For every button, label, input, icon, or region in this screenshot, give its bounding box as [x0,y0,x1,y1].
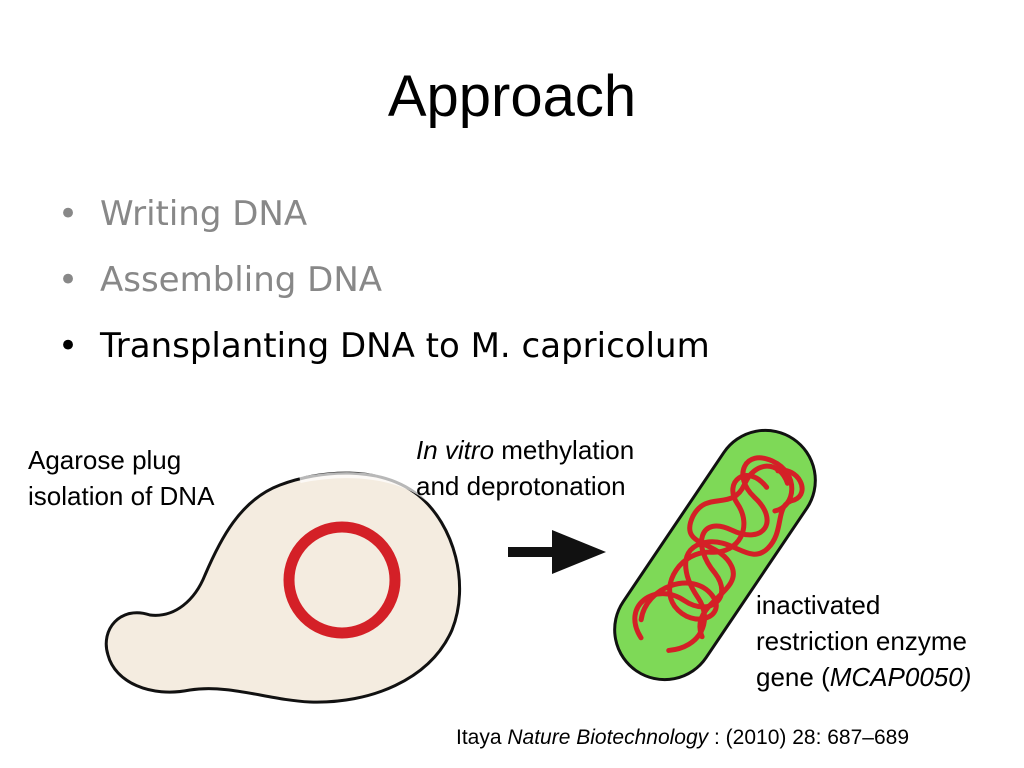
enzyme-label: inactivated restriction enzyme gene (MCA… [756,587,971,695]
enzyme-label-line3: gene (MCAP0050) [756,659,971,695]
bullet-transplanting-dna: • Transplanting DNA to M. capricolum [58,320,710,386]
enzyme-label-line1: inactivated [756,590,881,620]
bullet-assembling-dna: • Assembling DNA [58,254,710,320]
arrow-right-icon [508,530,606,574]
agarose-label: Agarose plug isolation of DNA [28,442,214,514]
slide-title: Approach [387,64,637,129]
enzyme-label-line2: restriction enzyme [756,626,967,656]
citation-author: Itaya [456,726,508,749]
in-vitro-text: In vitro [416,435,495,465]
agarose-label-line2: isolation of DNA [28,481,215,511]
methylation-label-line2: and deprotonation [416,471,626,501]
bullet-glyph: • [58,194,79,234]
bullet-writing-dna: • Writing DNA [58,188,710,254]
methylation-label: In vitro methylation and deprotonation [416,432,634,504]
citation: Itaya Nature Biotechnology : (2010) 28: … [456,726,909,750]
methylation-label-line1: In vitro methylation [416,432,634,468]
bacterium-cell-icon [613,428,817,682]
gene-prefix: gene ( [756,662,830,692]
circular-dna-icon [283,521,401,639]
methylation-text: methylation [494,435,635,465]
bullet-text: Assembling DNA [100,260,383,300]
bullet-list: • Writing DNA • Assembling DNA • Transplant… [58,188,710,386]
gene-name: MCAP0050) [829,662,972,692]
tangled-dna-icon [632,455,805,653]
citation-journal: Nature Biotechnology [507,726,709,749]
bullet-text: Writing DNA [100,194,308,234]
bullet-glyph: • [58,260,79,300]
bullet-glyph: • [58,326,79,366]
bullet-text: Transplanting DNA to M. capricolum [100,326,710,366]
citation-details: : (2010) 28: 687–689 [708,726,909,749]
agarose-label-line1: Agarose plug [28,445,182,475]
